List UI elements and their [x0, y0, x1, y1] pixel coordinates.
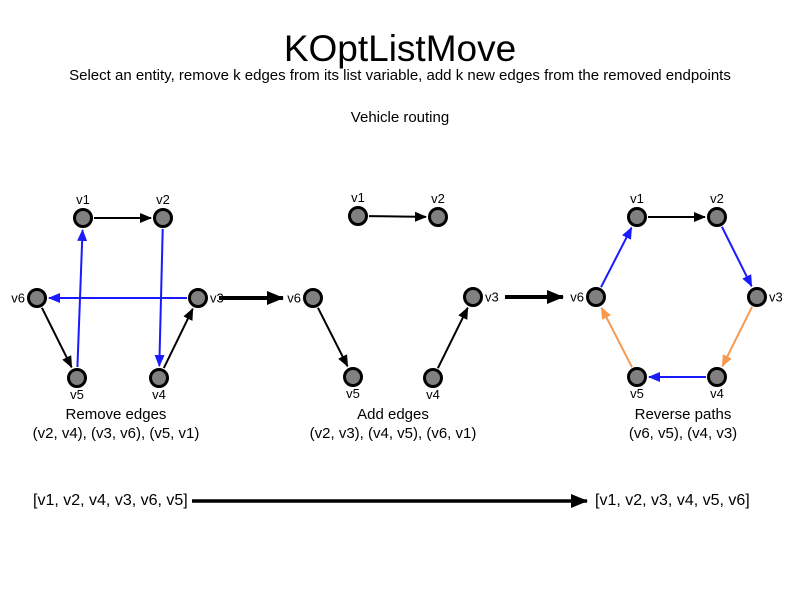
caption-edge-list: (v2, v3), (v4, v5), (v6, v1) — [309, 425, 477, 442]
edge-v5-v1 — [76, 228, 88, 368]
node-add-edges-v5 — [343, 367, 363, 387]
edge-v4-v3 — [436, 306, 469, 369]
node-add-edges-v4 — [423, 368, 443, 388]
list-before: [v1, v2, v4, v3, v6, v5] — [33, 492, 188, 509]
node-add-edges-v2 — [428, 207, 448, 227]
caption-title: Reverse paths — [634, 406, 732, 423]
node-label-v1: v1 — [630, 191, 644, 206]
node-reverse-paths-v3 — [747, 287, 767, 307]
node-add-edges-v3 — [463, 287, 483, 307]
node-label-v4: v4 — [426, 387, 440, 402]
node-label-v3: v3 — [485, 290, 499, 305]
scenario-label: Vehicle routing — [350, 109, 450, 126]
node-reverse-paths-v4 — [707, 367, 727, 387]
node-label-v1: v1 — [351, 190, 365, 205]
node-label-v4: v4 — [710, 386, 724, 401]
caption-edge-list: (v2, v4), (v3, v6), (v5, v1) — [32, 425, 200, 442]
node-remove-edges-v2 — [153, 208, 173, 228]
edge-v6-v1 — [600, 226, 633, 288]
node-label-v1: v1 — [76, 192, 90, 207]
node-reverse-paths-v1 — [627, 207, 647, 227]
caption-remove-edges: Remove edges (v2, v4), (v3, v6), (v5, v1… — [33, 405, 200, 443]
node-remove-edges-v1 — [73, 208, 93, 228]
node-remove-edges-v6 — [27, 288, 47, 308]
node-label-v5: v5 — [70, 387, 84, 402]
graph-remove-edges: v1 v2 v6 v3 v5 v4 — [11, 192, 223, 402]
node-label-v3: v3 — [769, 290, 783, 305]
graph-reverse-paths: v1 v2 v6 v3 v5 v4 — [570, 191, 782, 401]
node-label-v2: v2 — [431, 191, 445, 206]
node-label-v5: v5 — [346, 386, 360, 401]
edge-v6-v5 — [41, 307, 73, 369]
node-label-v4: v4 — [152, 387, 166, 402]
node-label-v6: v6 — [287, 291, 301, 306]
edge-v1-v2 — [368, 211, 428, 222]
caption-title: Remove edges — [65, 406, 167, 423]
node-label-v6: v6 — [11, 291, 25, 306]
edge-v3-v4 — [721, 306, 753, 368]
node-reverse-paths-v6 — [586, 287, 606, 307]
caption-add-edges: Add edges (v2, v3), (v4, v5), (v6, v1) — [310, 405, 477, 443]
list-after: [v1, v2, v3, v4, v5, v6] — [595, 492, 750, 509]
node-add-edges-v6 — [303, 288, 323, 308]
edge-v5-v6 — [600, 306, 633, 368]
edge-v6-v5 — [317, 307, 349, 368]
caption-reverse-paths: Reverse paths (v6, v5), (v4, v3) — [629, 405, 737, 443]
node-remove-edges-v3 — [188, 288, 208, 308]
node-label-v2: v2 — [710, 191, 724, 206]
node-remove-edges-v4 — [149, 368, 169, 388]
node-reverse-paths-v2 — [707, 207, 727, 227]
caption-edge-list: (v6, v5), (v4, v3) — [628, 425, 738, 442]
node-reverse-paths-v5 — [627, 367, 647, 387]
edge-v2-v3 — [721, 226, 753, 288]
node-label-v2: v2 — [156, 192, 170, 207]
node-label-v5: v5 — [630, 386, 644, 401]
node-label-v6: v6 — [570, 290, 584, 305]
node-label-v3: v3 — [210, 291, 224, 306]
edge-v4-v3 — [162, 307, 194, 369]
caption-title: Add edges — [357, 406, 429, 423]
page-subtitle: Select an entity, remove k edges from it… — [69, 67, 731, 84]
graph-add-edges: v1 v2 v6 v3 v5 v4 — [287, 190, 498, 402]
node-add-edges-v1 — [348, 206, 368, 226]
page-title: KOptListMove — [283, 28, 517, 69]
node-remove-edges-v5 — [67, 368, 87, 388]
